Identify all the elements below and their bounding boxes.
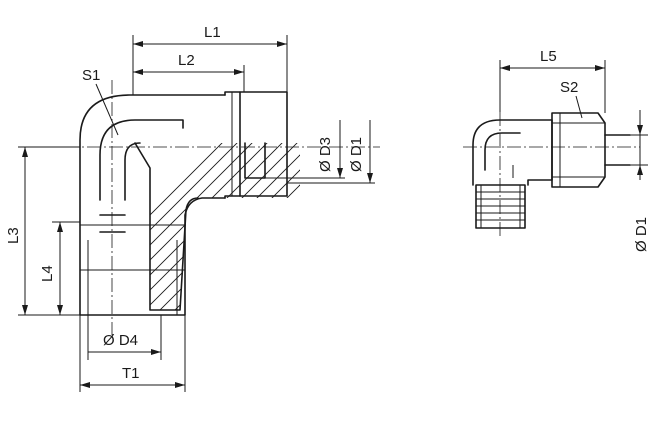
dim-s2-label: S2 bbox=[560, 79, 578, 96]
dim-d1-left-label: Ø D1 bbox=[348, 137, 365, 172]
dim-d1-right-label: Ø D1 bbox=[633, 217, 650, 252]
dim-d4-label: Ø D4 bbox=[103, 332, 138, 349]
internal-bore bbox=[99, 119, 184, 201]
left-dimensions: L1 L2 S1 Ø D3 Ø D1 L3 L4 bbox=[5, 24, 375, 392]
right-elbow-bore bbox=[484, 132, 521, 171]
right-elbow-view bbox=[463, 112, 640, 238]
section-hatching bbox=[135, 143, 300, 310]
dim-l5-label: L5 bbox=[540, 48, 557, 65]
elbow-outer-contour bbox=[79, 94, 226, 316]
dim-l1-label: L1 bbox=[204, 24, 221, 41]
dim-l4-label: L4 bbox=[39, 265, 56, 282]
right-thread-lines bbox=[476, 185, 525, 228]
internal-bore-lower bbox=[124, 142, 141, 201]
left-elbow-view bbox=[65, 80, 380, 335]
dim-s1-label: S1 bbox=[82, 67, 100, 84]
section-outline bbox=[134, 142, 199, 311]
right-dimensions: L5 S2 Ø D1 bbox=[499, 48, 650, 252]
dim-t1-label: T1 bbox=[122, 365, 140, 382]
right-bottom-thread bbox=[475, 184, 526, 229]
dim-l3-label: L3 bbox=[5, 227, 22, 244]
dim-l2-label: L2 bbox=[178, 52, 195, 69]
dim-d3-label: Ø D3 bbox=[317, 137, 334, 172]
male-thread-block bbox=[224, 91, 288, 199]
